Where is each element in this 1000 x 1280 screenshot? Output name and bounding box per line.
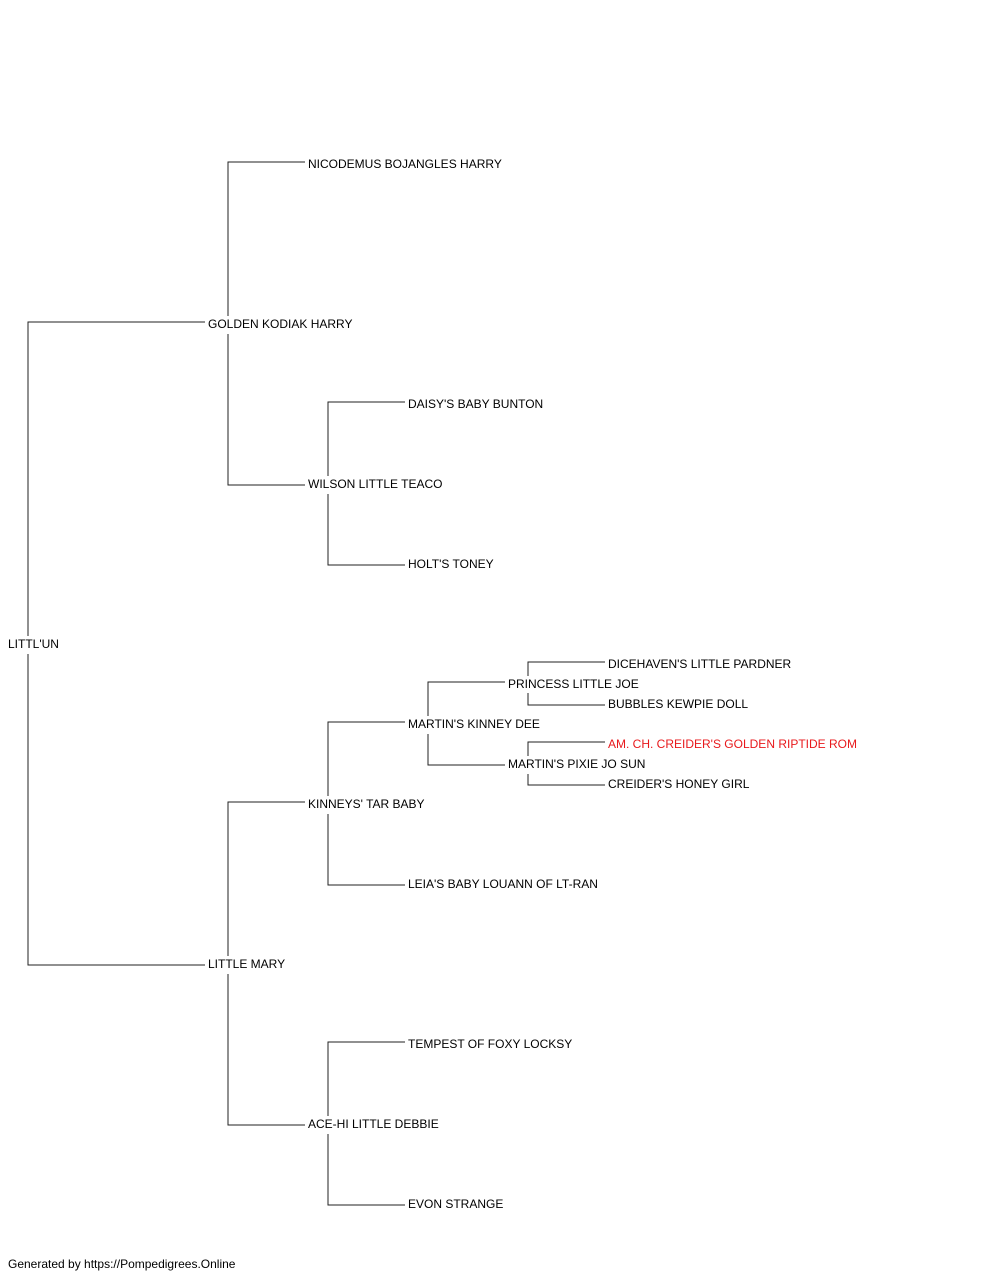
dog-name-dam: LITTLE MARY — [208, 957, 286, 971]
connector-sire-sire — [227, 161, 305, 316]
connector-princess-sire — [527, 661, 605, 676]
dog-name-dam-sire: KINNEYS' TAR BABY — [308, 797, 425, 811]
dog-name-bubbles-kewpie-doll: BUBBLES KEWPIE DOLL — [608, 697, 749, 711]
dog-name-creiders-honey-girl: CREIDER'S HONEY GIRL — [608, 777, 750, 791]
dog-name-martins-pixie-jo-sun: MARTIN'S PIXIE JO SUN — [508, 757, 646, 771]
dog-name-sire-dam-dam: HOLT'S TONEY — [408, 557, 494, 571]
dog-name-dam-sire-dam: LEIA'S BABY LOUANN OF LT-RAN — [408, 877, 598, 891]
connector-dam-sire-dam — [327, 814, 405, 886]
dog-name-dam-sire-sire: MARTIN'S KINNEY DEE — [408, 717, 540, 731]
connector-pixie-sire — [527, 741, 605, 756]
connector-dam-sire-sire — [327, 721, 405, 796]
connector-sire-dam — [227, 334, 305, 486]
connector-dam-sire — [227, 801, 305, 956]
connector-kinney-dee-dam — [427, 734, 505, 766]
dog-name-sire-dam-sire: DAISY'S BABY BUNTON — [408, 397, 544, 411]
dog-name-dam-dam: ACE-HI LITTLE DEBBIE — [308, 1117, 439, 1131]
dog-name-sire-sire: NICODEMUS BOJANGLES HARRY — [308, 157, 502, 171]
connector-sire-dam-sire — [327, 401, 405, 476]
footer-credit: Generated by https://Pompedigrees.Online — [8, 1257, 236, 1271]
connector-dam-dam-sire — [327, 1041, 405, 1116]
connector-kinney-dee-sire — [427, 681, 505, 716]
dog-name-dam-dam-sire: TEMPEST OF FOXY LOCKSY — [408, 1037, 573, 1051]
dog-name-sire-dam: WILSON LITTLE TEACO — [308, 477, 443, 491]
connector-dam-dam — [227, 974, 305, 1126]
connector-sire-dam-dam — [327, 494, 405, 566]
connector-pixie-dam — [527, 774, 605, 786]
connector-princess-dam — [527, 693, 605, 706]
dog-name-princess-little-joe: PRINCESS LITTLE JOE — [508, 677, 639, 691]
dog-name-subject: LITTL'UN — [8, 637, 59, 651]
connector-subject-sire — [27, 321, 205, 636]
connector-dam-dam-dam — [327, 1134, 405, 1206]
dog-name-dicehavens-little-pardner: DICEHAVEN'S LITTLE PARDNER — [608, 657, 792, 671]
dog-name-champion-highlighted: AM. CH. CREIDER'S GOLDEN RIPTIDE ROM — [608, 737, 857, 751]
dog-name-sire: GOLDEN KODIAK HARRY — [208, 317, 353, 331]
dog-name-dam-dam-dam: EVON STRANGE — [408, 1197, 504, 1211]
connector-subject-dam — [27, 654, 205, 966]
